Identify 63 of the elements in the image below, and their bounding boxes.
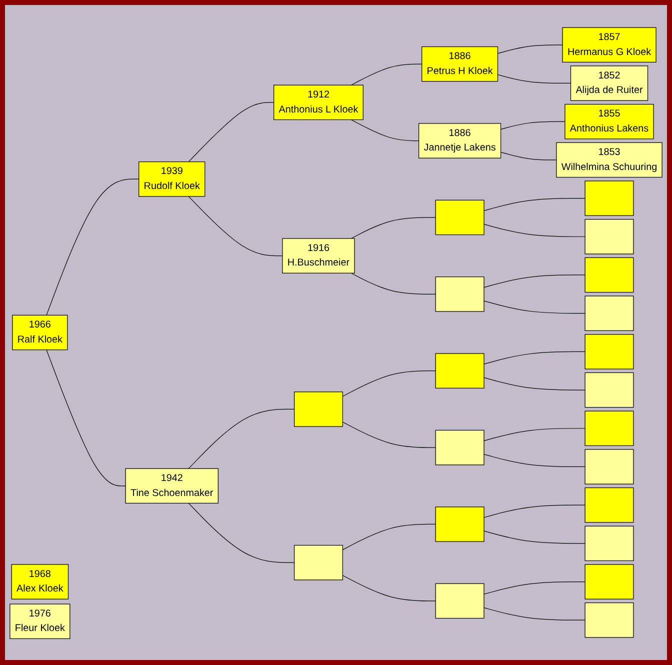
connector: [497, 44, 563, 54]
connector: [188, 102, 274, 162]
node-box: 1852 Alijda de Ruiter: [570, 66, 648, 101]
node-box: 1916 H.Buschmeier: [282, 238, 355, 274]
connector: [484, 607, 586, 620]
node-box: 1855 Anthonius Lakens: [564, 104, 654, 140]
connector: [484, 300, 586, 314]
connector: [188, 408, 295, 469]
connector: [497, 74, 572, 84]
node-box: [294, 544, 343, 580]
node-box: [435, 200, 484, 236]
node-box: [584, 602, 634, 638]
node-box: [584, 449, 634, 484]
connector: [484, 198, 586, 212]
node-box: [584, 487, 634, 523]
node-box: 1912 Anthonius L Kloek: [274, 84, 364, 120]
node-box: [435, 353, 484, 388]
node-box: 1886 Petrus H Kloek: [422, 46, 498, 82]
connector: [484, 530, 586, 544]
node-box: [435, 583, 484, 619]
connector: [350, 119, 420, 142]
node-box: [294, 392, 343, 427]
connector: [484, 581, 586, 594]
connector: [484, 377, 586, 390]
node-box: 1939 Rudolf Kloek: [138, 161, 206, 197]
connector: [484, 454, 586, 468]
node-box: [435, 430, 484, 466]
connector: [342, 524, 436, 550]
connector: [350, 217, 436, 239]
connector: [500, 152, 557, 160]
connector: [350, 64, 422, 86]
connector: [484, 274, 586, 288]
connector: [350, 272, 436, 294]
node-box: [584, 372, 634, 408]
node-box: 1857 Hermanus G Kloek: [562, 27, 656, 63]
node-box: [435, 506, 484, 542]
connector: [484, 224, 586, 237]
node-box: [584, 180, 634, 216]
connector: [484, 428, 586, 442]
node-box: 1966 Ralf Kloek: [12, 314, 68, 350]
node-box: [435, 276, 484, 312]
node-box: 1942 Tine Schoenmaker: [125, 468, 218, 504]
connector: [46, 178, 140, 316]
node-box: 1976 Fleur Kloek: [10, 604, 70, 639]
node-box: [584, 410, 634, 446]
node-box: [584, 257, 634, 293]
connector: [484, 351, 586, 364]
connector: [342, 422, 436, 448]
connector: [484, 504, 586, 518]
node-box: [584, 219, 634, 254]
node-box: 1886 Jannetje Lakens: [418, 123, 502, 158]
connector: [342, 575, 436, 602]
node-box: [584, 296, 634, 331]
connector: [500, 121, 566, 130]
node-box: [584, 564, 634, 600]
node-box: [584, 334, 634, 370]
connector: [342, 370, 436, 397]
node-box: 1853 Wilhelmina Schuuring: [556, 142, 662, 178]
connector: [188, 502, 295, 563]
connector: [188, 196, 283, 256]
node-box: 1968 Alex Kloek: [11, 564, 69, 600]
node-box: [584, 526, 634, 562]
connector: [46, 350, 126, 486]
